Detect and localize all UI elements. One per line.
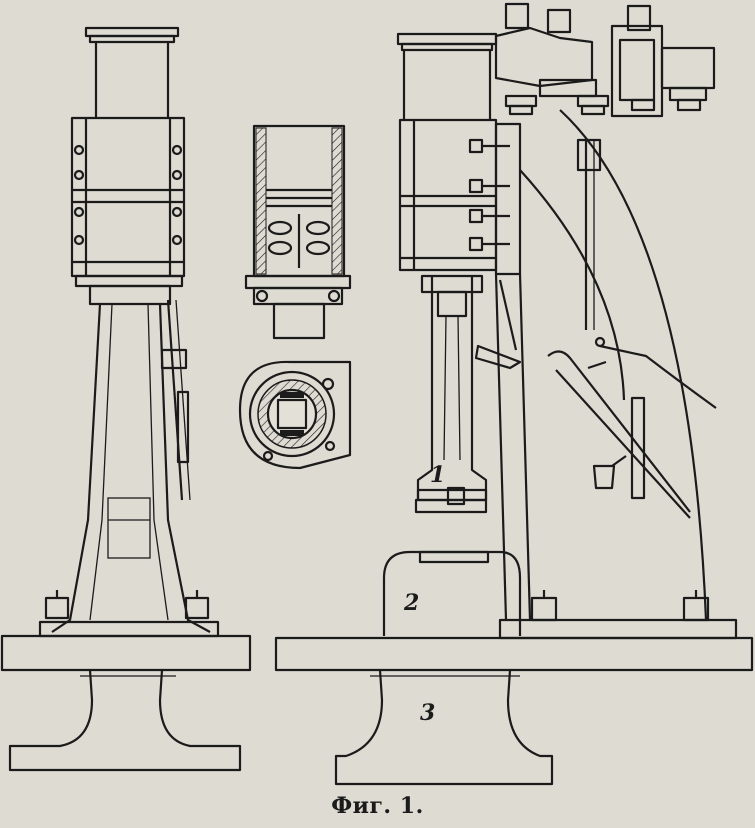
- side-view: [274, 2, 754, 786]
- part-label-anvil-block: 2: [404, 590, 420, 616]
- section-detail: [244, 124, 352, 340]
- flange-bolts: [73, 144, 183, 246]
- front-view: [0, 26, 252, 772]
- part-label-ram: 1: [430, 462, 446, 488]
- plan-section: [238, 360, 352, 470]
- part-label-base: 3: [420, 700, 436, 726]
- figure-caption: Фиг. 1.: [331, 793, 424, 819]
